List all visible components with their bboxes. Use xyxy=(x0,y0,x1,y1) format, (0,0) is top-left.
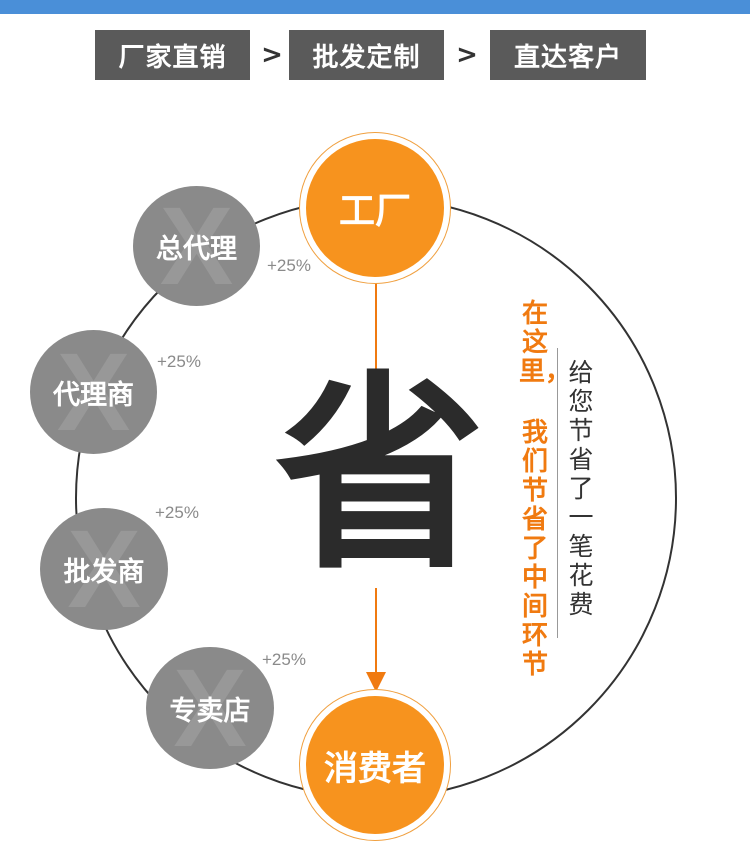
intermediary-node-agent: X 代理商 xyxy=(30,330,157,454)
flow-step-factory-direct: 厂家直销 xyxy=(95,30,250,80)
markup-label: +25% xyxy=(262,650,306,669)
cross-mark-icon: X xyxy=(173,646,247,770)
slogan-we-saved-middle: 我们节省了中间环节 xyxy=(521,418,548,680)
consumer-label: 消费者 xyxy=(324,748,426,789)
cross-mark-icon: X xyxy=(159,184,234,308)
slogan-saved-cost: 给您节省了一笔花费 xyxy=(568,358,594,619)
markup-label: +25% xyxy=(157,352,201,371)
top-banner-bar xyxy=(0,0,750,14)
markup-label: +25% xyxy=(267,256,311,275)
intermediary-node-general-agent: X 总代理 xyxy=(133,184,260,308)
flow-arrow-1: > xyxy=(261,40,283,70)
intermediary-label: 专卖店 xyxy=(169,695,251,727)
intermediary-node-wholesaler: X 批发商 xyxy=(40,507,168,631)
intermediary-node-retail-store: X 专卖店 xyxy=(146,646,274,770)
markup-label: +25% xyxy=(155,503,199,522)
slogan-divider xyxy=(557,348,558,638)
flow-arrow-2: > xyxy=(456,40,478,70)
cross-mark-icon: X xyxy=(67,507,141,631)
flow-step-direct-to-customer: 直达客户 xyxy=(490,30,646,80)
save-character: 省 xyxy=(274,353,485,598)
factory-label: 工厂 xyxy=(338,191,411,232)
intermediary-label: 总代理 xyxy=(156,233,237,265)
intermediary-label: 代理商 xyxy=(53,379,134,411)
consumer-node: 消费者 xyxy=(300,690,450,840)
cross-mark-icon: X xyxy=(56,330,131,454)
factory-node: 工厂 xyxy=(300,133,450,283)
slogan-here: 在这里， xyxy=(519,299,572,387)
flow-step-wholesale-custom: 批发定制 xyxy=(289,30,444,80)
intermediary-label: 批发商 xyxy=(63,556,145,588)
process-flow: 厂家直销 > 批发定制 > 直达客户 xyxy=(0,30,750,82)
